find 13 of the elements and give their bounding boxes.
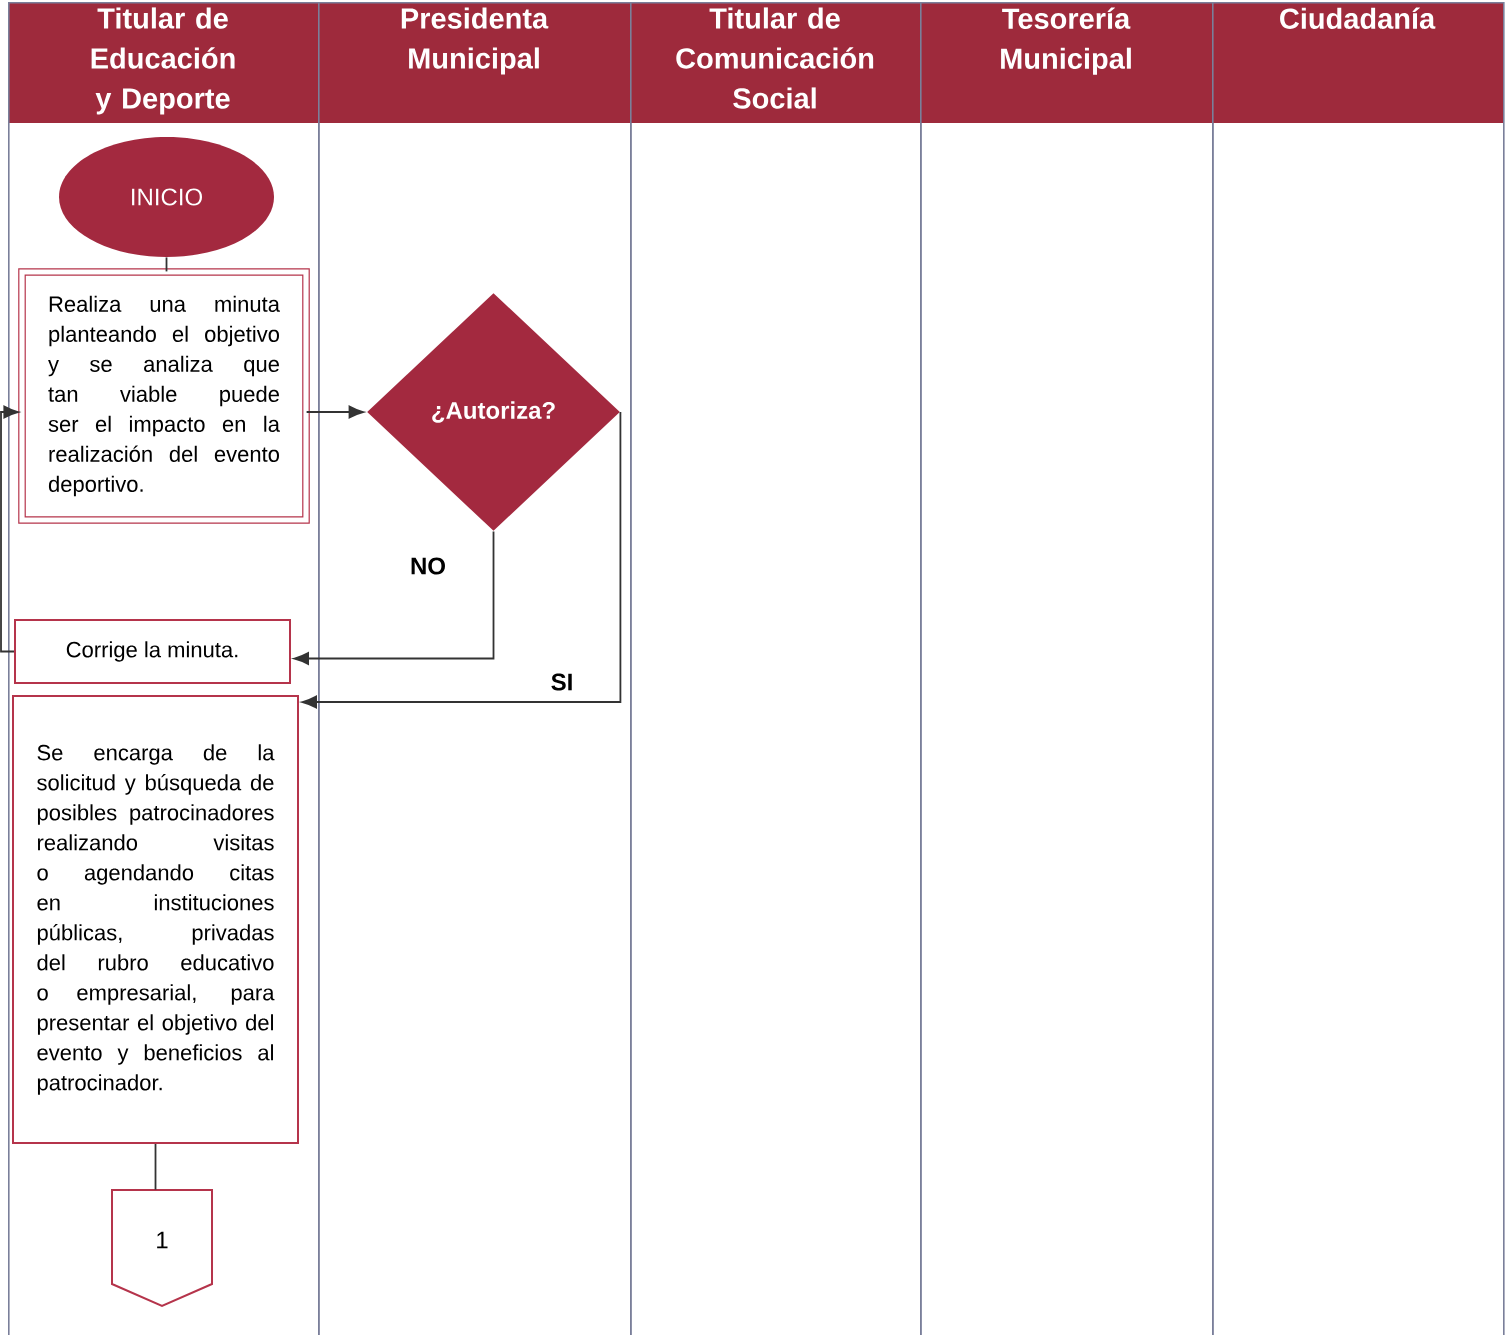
arrow bbox=[0, 405, 19, 653]
edge-label: NO bbox=[408, 555, 448, 577]
swimlane: Titular de Comunicación Social bbox=[630, 2, 922, 1335]
arrow bbox=[305, 405, 364, 419]
swimlane: Ciudadanía bbox=[1212, 2, 1505, 1335]
process-box: Se encarga de la solicitud y búsqueda de posibles patrocinadores realizando visitas o agendando citas en instituciones públicas, privadas del rubro educativo o empresarial, para presentar el objetivo del evento y beneficios al patrocinador. bbox=[12, 695, 299, 1144]
offpage-connector: 1 bbox=[111, 1189, 213, 1308]
edge-label: SI bbox=[548, 671, 576, 693]
swimlane: Tesorería Municipal bbox=[920, 2, 1214, 1335]
arrow bbox=[293, 530, 495, 665]
process-box: Realiza una minuta planteando el objetivo y se analiza que tan viable puede ser el impacto en la realización del evento deportivo. bbox=[18, 268, 310, 524]
arrow bbox=[301, 411, 622, 709]
process-box: Corrige la minuta. bbox=[14, 619, 291, 684]
